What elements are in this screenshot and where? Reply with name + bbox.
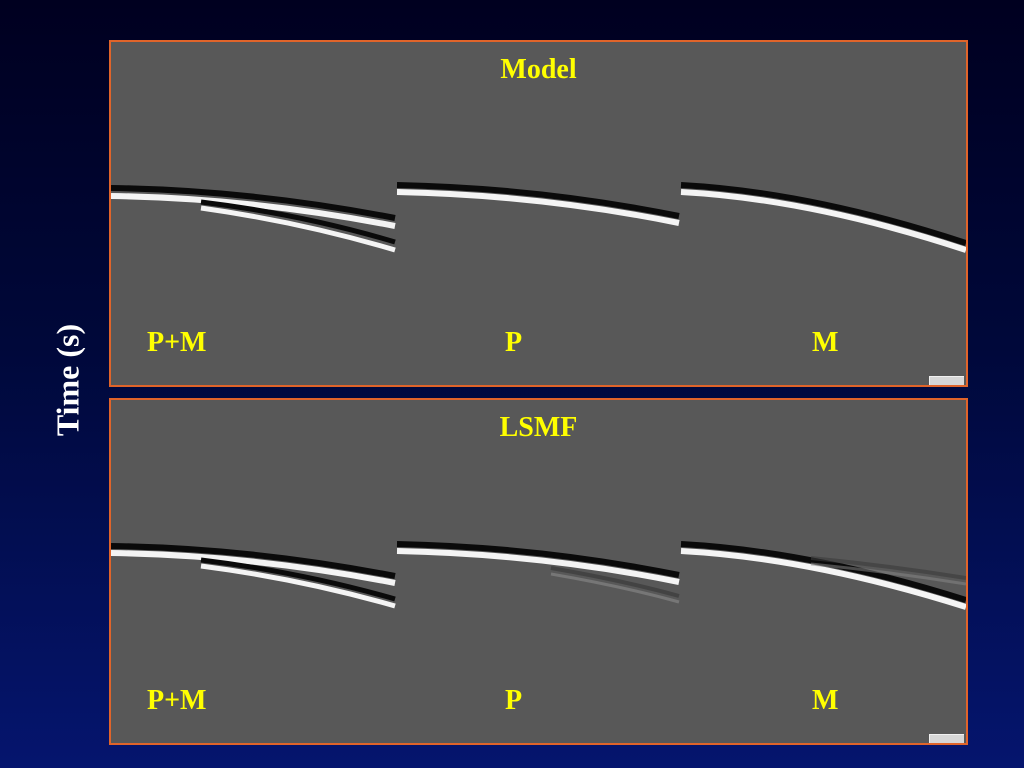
label-pm: P+M xyxy=(147,685,207,716)
model-seismogram xyxy=(111,182,966,253)
scroll-thumb[interactable] xyxy=(929,734,964,743)
label-pm: P+M xyxy=(147,327,207,358)
lsmf-section-m-events xyxy=(680,541,966,610)
scroll-thumb[interactable] xyxy=(929,376,964,385)
label-p: P xyxy=(505,685,523,716)
lsmf-section-p-events xyxy=(396,541,680,604)
panel-title-model: Model xyxy=(500,54,577,85)
panel-title-lsmf: LSMF xyxy=(499,412,578,443)
lsmf-section-pm-events xyxy=(111,543,396,609)
model-section-p-events xyxy=(396,182,680,226)
model-section-m-events xyxy=(680,182,966,253)
lsmf-seismogram xyxy=(111,541,966,610)
label-m: M xyxy=(812,685,839,716)
model-section-pm-events xyxy=(111,185,396,253)
label-m: M xyxy=(812,327,839,358)
panel-model: Model P+M P M xyxy=(109,40,968,387)
label-p: P xyxy=(505,327,523,358)
panel-lsmf: LSMF P+M P M xyxy=(109,398,968,745)
y-axis-label: Time (s) xyxy=(49,323,86,437)
